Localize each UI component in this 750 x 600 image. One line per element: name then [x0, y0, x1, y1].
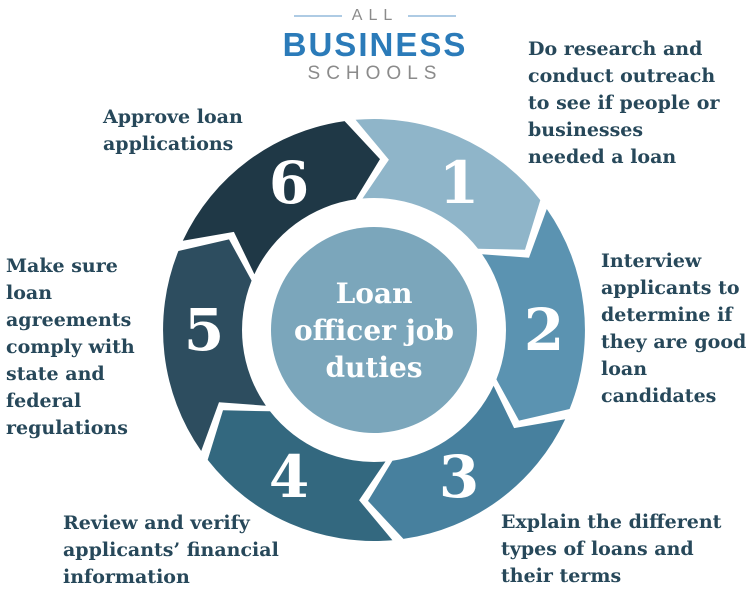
segment-4-label: Review and verify applicants’ financial …	[63, 512, 279, 588]
logo-top-label: ALL	[351, 7, 399, 24]
logo-main-label: BUSINESS	[282, 26, 468, 63]
segment-number-1: 1	[439, 149, 479, 217]
segment-number-5: 5	[184, 296, 224, 364]
logo-rule-left-icon	[293, 15, 342, 17]
cycle-segment-3	[368, 385, 566, 539]
logo-bottom-label: SCHOOLS	[307, 63, 443, 84]
logo-top-row: ALL	[0, 8, 750, 24]
cycle-segment-1	[355, 118, 541, 250]
segment-number-6: 6	[269, 149, 309, 217]
cycle-segment-4	[207, 410, 393, 542]
logo-rule-right-icon	[408, 15, 457, 17]
center-title-line: officer job	[293, 313, 455, 347]
segment-6-label: Approve loan applications	[103, 106, 243, 155]
diagram-center-circle: Loan officer job duties	[271, 227, 477, 433]
cycle-segment-6	[182, 121, 380, 275]
segment-number-3: 3	[439, 443, 479, 511]
all-business-schools-logo: ALL BUSINESS SCHOOLS	[0, 8, 750, 84]
segment-1-label: Do research and conduct outreach to see …	[528, 38, 720, 168]
segment-5-label: Make sure loan agreements comply with st…	[6, 255, 135, 439]
segment-number-4: 4	[269, 443, 309, 511]
cycle-segment-2	[482, 209, 585, 421]
cycle-segment-5	[163, 239, 266, 451]
center-title-line: Loan	[335, 276, 413, 310]
segment-number-2: 2	[524, 296, 564, 364]
segment-3-label: Explain the different types of loans and…	[501, 511, 722, 587]
segment-2-label: Interview applicants to determine if the…	[601, 250, 747, 407]
center-title-line: duties	[325, 350, 423, 384]
